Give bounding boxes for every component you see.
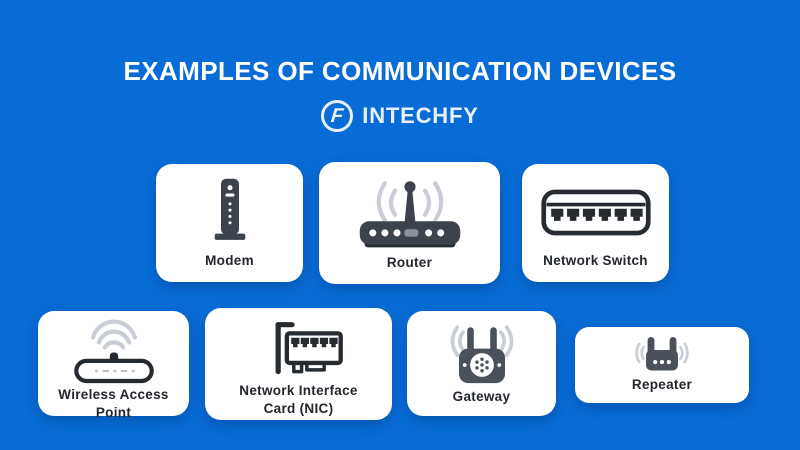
- intechfy-logo-icon: F: [321, 100, 354, 132]
- gateway-card: Gateway: [407, 311, 556, 416]
- router-icon: [354, 170, 466, 254]
- modem-card: Modem: [156, 164, 303, 282]
- repeater-icon: [624, 333, 700, 376]
- network-switch-icon: [540, 172, 652, 252]
- network-switch-card: Network Switch: [522, 164, 669, 282]
- modem-icon: [203, 172, 257, 252]
- wireless-access-point-icon: [65, 319, 163, 386]
- card-label: Router: [386, 255, 433, 271]
- card-label: Network Interface Card (NIC): [239, 383, 358, 416]
- network-interface-card-card: Network Interface Card (NIC): [205, 308, 392, 420]
- card-label: Repeater: [631, 377, 693, 393]
- gateway-icon: [439, 319, 525, 388]
- card-label: Wireless Access Point: [58, 387, 169, 420]
- router-card: Router: [319, 162, 500, 284]
- logo: F INTECHFY: [0, 97, 800, 135]
- repeater-card: Repeater: [575, 327, 749, 403]
- card-label: Network Switch: [543, 253, 648, 269]
- network-interface-card-icon: [249, 316, 349, 382]
- card-label: Modem: [205, 253, 254, 269]
- wireless-access-point-card: Wireless Access Point: [38, 311, 189, 420]
- logo-text: INTECHFY: [362, 103, 479, 128]
- page-title: EXAMPLES OF COMMUNICATION DEVICES: [123, 56, 677, 86]
- logo-letter: F: [330, 105, 345, 127]
- card-label: Gateway: [452, 389, 511, 404]
